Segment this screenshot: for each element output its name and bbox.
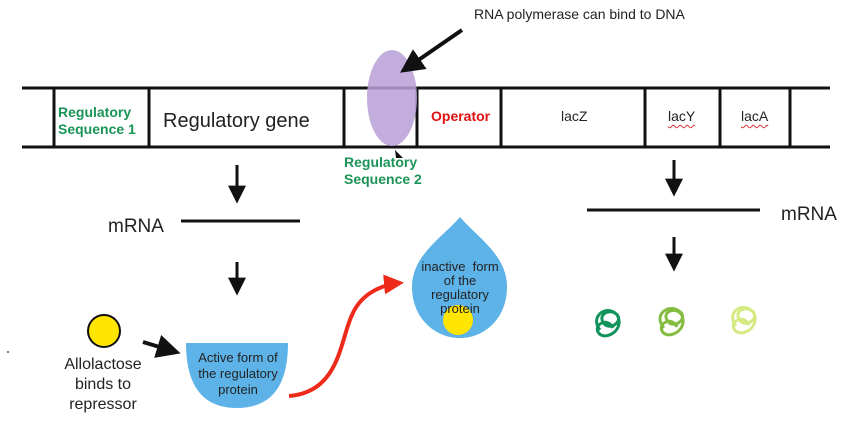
reg-seq-2-pointer-icon bbox=[395, 150, 403, 158]
allolactose-molecule bbox=[87, 314, 121, 348]
stray-dot bbox=[7, 351, 9, 353]
active-regulatory-protein bbox=[186, 343, 288, 408]
bound-allolactose-molecule bbox=[443, 305, 473, 335]
operator-label: Operator bbox=[431, 108, 491, 124]
regulatory-sequence-2-label: Regulatory Sequence 2 bbox=[344, 154, 422, 187]
conversion-curve-arrow bbox=[288, 274, 404, 398]
mrna-label-left: mRNA bbox=[108, 216, 164, 237]
polymerase-callout-arrow bbox=[400, 28, 464, 73]
inactive-protein-label: inactive form of the regulatory protein bbox=[421, 259, 499, 316]
rna-polymerase-ellipse bbox=[367, 50, 417, 146]
mrna-label-right: mRNA bbox=[781, 204, 837, 225]
regulatory-gene-label: Regulatory gene bbox=[163, 110, 310, 132]
lacy-enzyme-icon bbox=[658, 307, 685, 337]
allolactose-binding-arrow bbox=[142, 334, 181, 358]
allolactose-label: Allolactose binds to repressor bbox=[64, 356, 142, 413]
lacz-enzyme-icon bbox=[595, 309, 621, 338]
lacz-gene-label: lacZ bbox=[561, 108, 588, 124]
laca-gene-label: lacA bbox=[741, 108, 769, 124]
lacy-gene-label: lacY bbox=[668, 108, 696, 124]
dna-segment-dividers bbox=[52, 88, 792, 147]
inactive-regulatory-protein bbox=[412, 217, 507, 338]
regulatory-sequence-1-label: Regulatory Sequence 1 bbox=[58, 104, 136, 137]
active-protein-label: Active form of the regulatory protein bbox=[198, 350, 278, 397]
laca-enzyme-icon bbox=[731, 305, 757, 335]
polymerase-callout-text: RNA polymerase can bind to DNA bbox=[474, 6, 685, 22]
